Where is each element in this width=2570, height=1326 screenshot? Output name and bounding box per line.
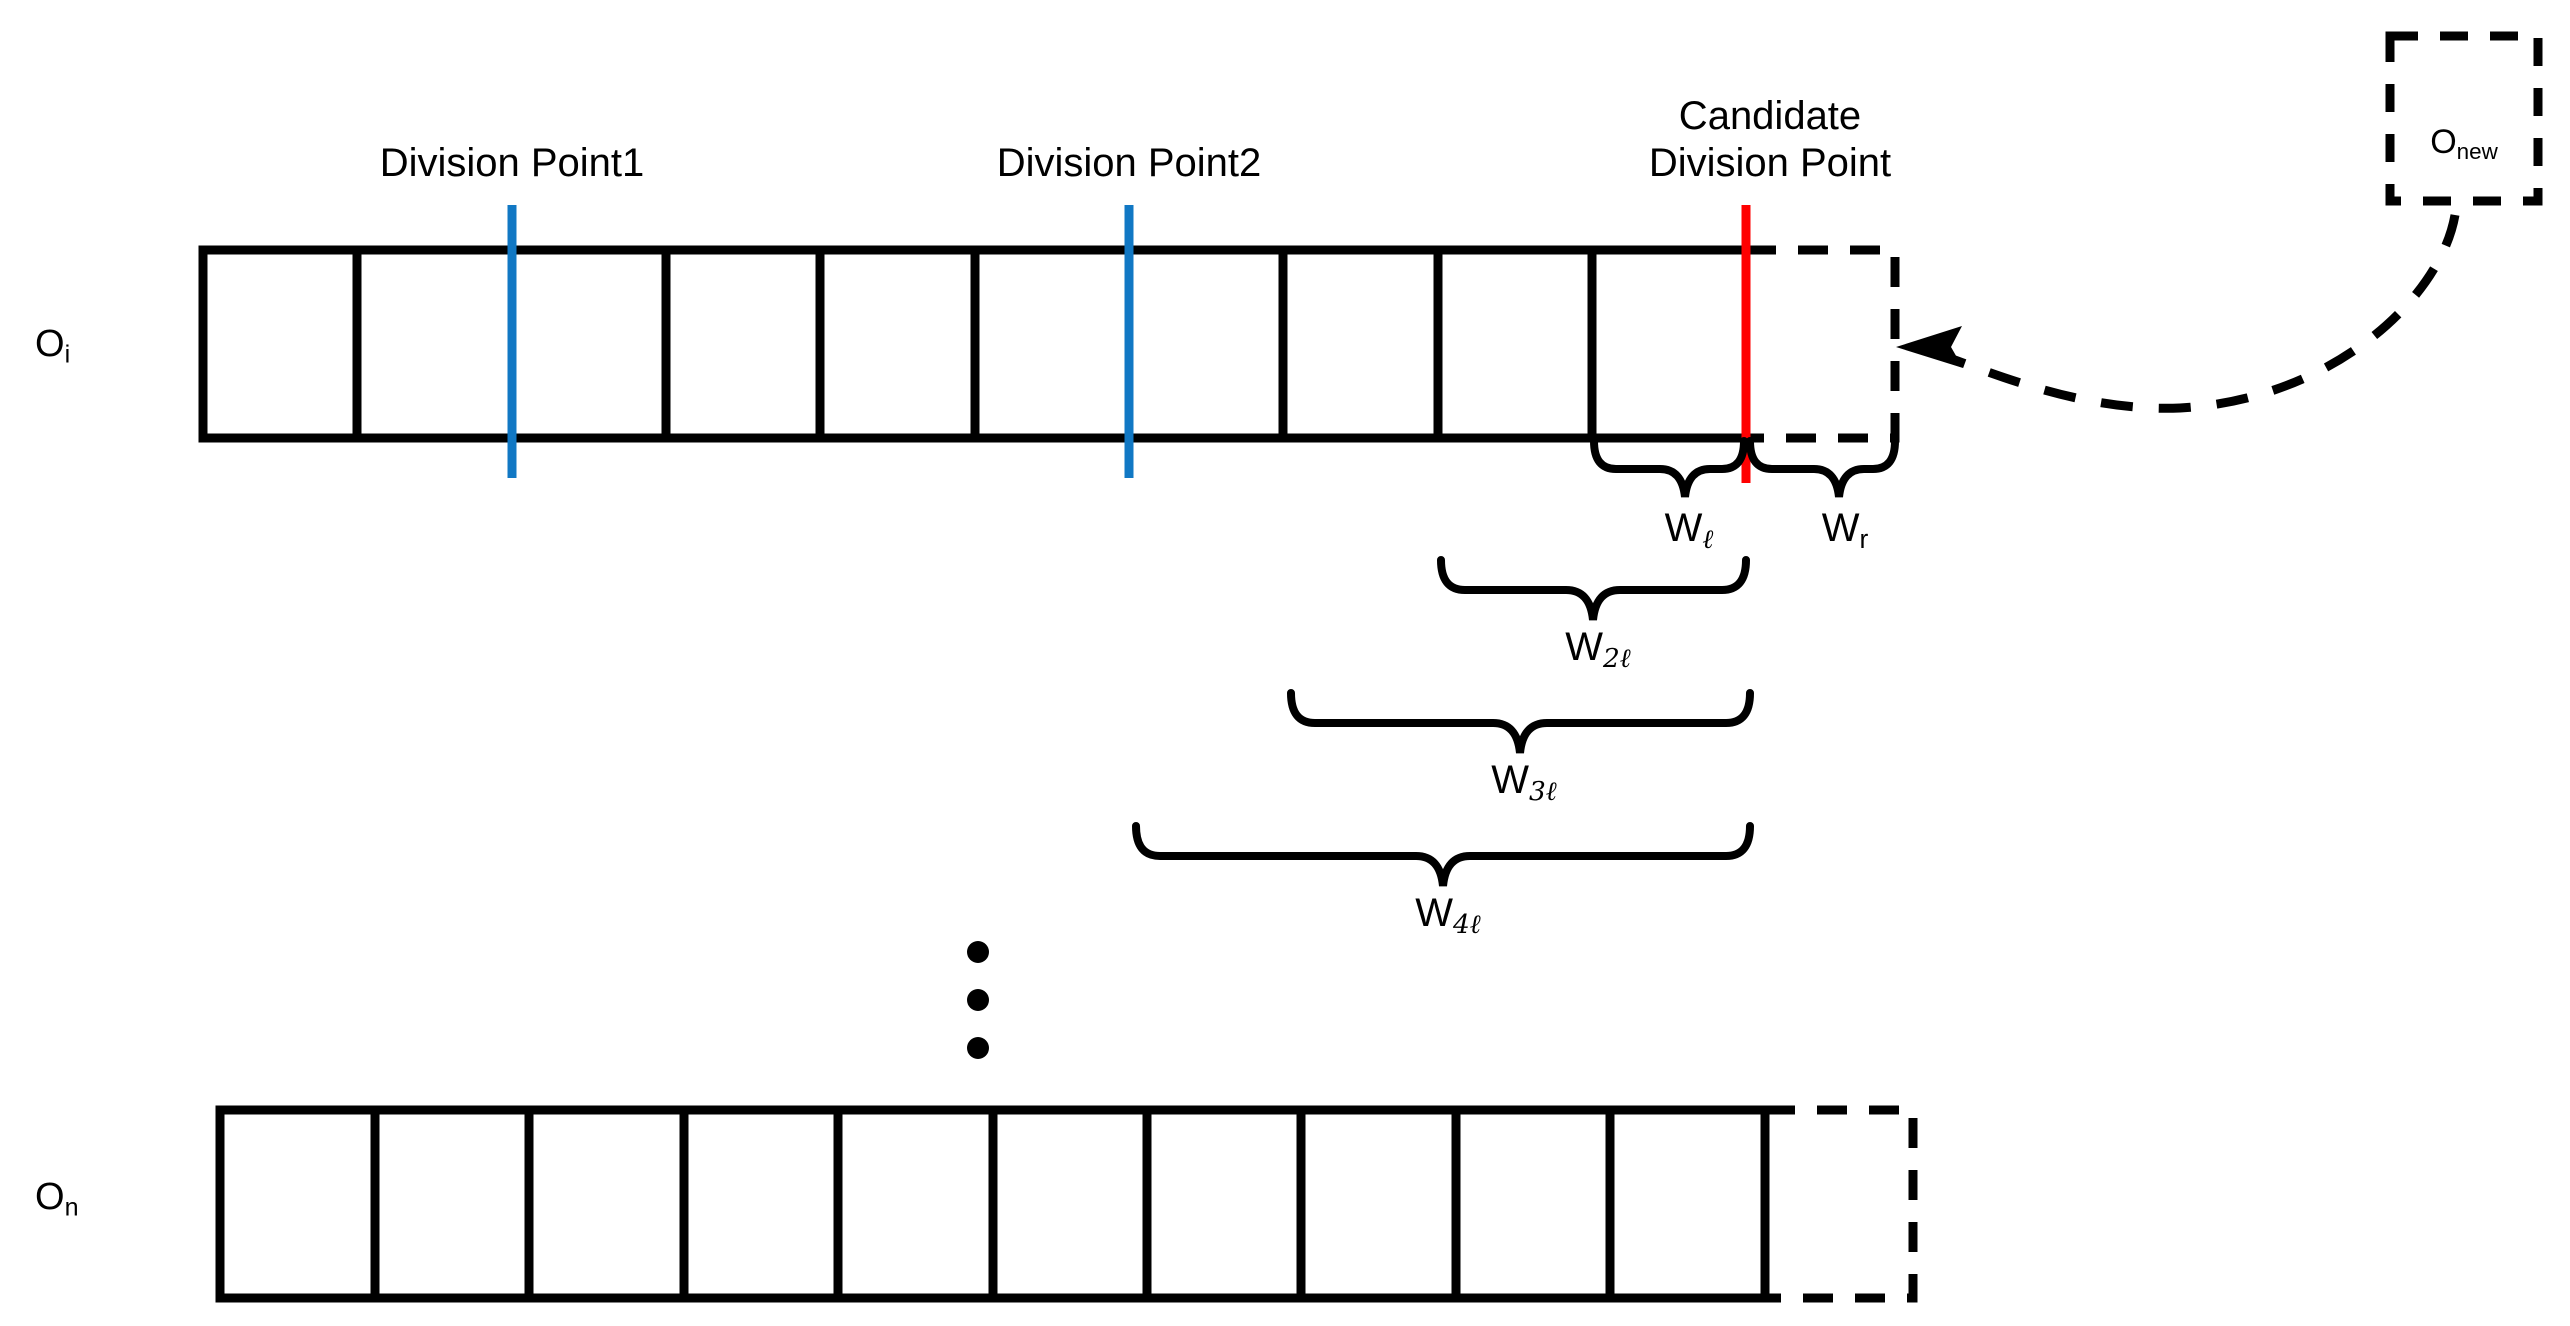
row-label-oi-base: O <box>35 323 65 365</box>
brace-label-w-l-base: W <box>1664 506 1703 550</box>
brace-label-w-2l: W2ℓ <box>1565 624 1631 674</box>
brace-w-4l <box>1132 822 1754 887</box>
brace-w-l <box>1590 437 1748 498</box>
row-label-oi: Oi <box>35 322 70 370</box>
brace-label-w-3l-sub: 3ℓ <box>1528 775 1557 807</box>
o-new-label-base: O <box>2430 123 2457 161</box>
brace-w-r <box>1746 437 1899 498</box>
brace-label-w-r-base: W <box>1821 506 1860 550</box>
brace-label-w-3l-base: W <box>1491 758 1529 802</box>
brace-label-w-l-sub: ℓ <box>1702 523 1714 555</box>
brace-label-w-r-sub: r <box>1859 523 1869 554</box>
o-new-arrow-head <box>1896 326 1963 368</box>
candidate-division-point-label-line2: Division Point <box>1648 141 1892 186</box>
top-row-grid <box>198 245 1900 443</box>
division-point-1-label: Division Point1 <box>379 141 645 185</box>
bottom-row-dashed-cell <box>1765 1105 1918 1303</box>
brace-w-2l <box>1437 556 1750 621</box>
candidate-division-point-label-line1: Candidate <box>1678 94 1862 138</box>
row-label-oi-sub: i <box>64 340 71 369</box>
o-new-label: Onew <box>2430 122 2498 165</box>
brace-label-w-l: Wℓ <box>1665 505 1714 555</box>
brace-label-w-r: Wr <box>1822 505 1869 555</box>
brace-label-w-2l-base: W <box>1565 625 1603 669</box>
row-label-on: On <box>35 1175 79 1223</box>
brace-label-w-3l: W3ℓ <box>1491 757 1557 807</box>
o-new-arrow-path <box>1920 214 2460 413</box>
brace-label-w-4l: W4ℓ <box>1415 890 1481 940</box>
row-label-on-sub: n <box>64 1193 79 1222</box>
brace-w-3l <box>1287 689 1754 754</box>
vertical-ellipsis-icon <box>967 941 989 1059</box>
candidate-division-point-label: Candidate Division Point <box>1649 93 1891 187</box>
brace-label-w-2l-sub: 2ℓ <box>1602 642 1631 674</box>
bottom-row-grid <box>215 1105 1918 1303</box>
brace-label-w-4l-base: W <box>1415 891 1453 935</box>
top-row-dashed-cell <box>1746 245 1900 443</box>
o-new-label-sub: new <box>2456 138 2498 164</box>
brace-label-w-4l-sub: 4ℓ <box>1452 908 1481 940</box>
o-new-dashed-box <box>2385 31 2543 206</box>
row-label-on-base: O <box>35 1176 65 1218</box>
division-point-2-label: Division Point2 <box>996 141 1262 185</box>
